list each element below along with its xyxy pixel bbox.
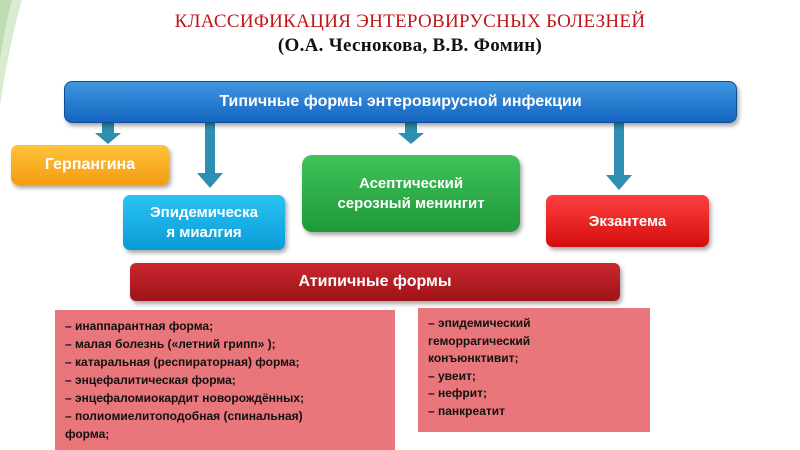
list-item: – нефрит; (428, 386, 488, 400)
list-item: – увеит; (428, 368, 476, 383)
meningitis-line-2: серозный менингит (337, 194, 485, 212)
typical-forms-box: Типичные формы энтеровирусной инфекции (64, 81, 737, 123)
meningitis-line-1: Асептический (358, 174, 464, 192)
epidemic-myalgia-box: Эпидемическа я миалгия (123, 195, 285, 250)
arrow-down-icon (197, 123, 223, 188)
list-item: – малая болезнь («летний грипп» ); (65, 337, 276, 351)
myalgia-line-1: Эпидемическа (150, 203, 258, 221)
list-item: – панкреатит (428, 403, 505, 418)
slide-title: КЛАССИФИКАЦИЯ ЭНТЕРОВИРУСНЫХ БОЛЕЗНЕЙ (О… (60, 10, 760, 58)
atypical-forms-box: Атипичные формы (130, 263, 620, 301)
arrow-down-icon (95, 123, 121, 144)
list-item: – энцефалитическая форма; (65, 373, 236, 387)
title-authors: (О.А. Чеснокова, В.В. Фомин) (277, 35, 543, 56)
list-item: – энцефаломиокардит новорождённых; (65, 391, 305, 405)
list-item: – катаральная (респираторная) форма; (65, 355, 300, 369)
exanthema-box: Экзантема (546, 195, 709, 247)
corner-decoration (0, 0, 22, 105)
aseptic-meningitis-box: Асептический серозный менингит (302, 155, 520, 232)
list-item: форма; (65, 427, 110, 441)
herpangina-box: Герпангина (11, 145, 169, 185)
myalgia-line-2: я миалгия (166, 223, 242, 241)
atypical-list-left: – инаппарантная форма; – малая болезнь (… (55, 310, 395, 450)
list-item: – эпидемический (428, 316, 531, 330)
list-item: – инаппарантная форма; (65, 319, 214, 333)
title-line-1: КЛАССИФИКАЦИЯ ЭНТЕРОВИРУСНЫХ БОЛЕЗНЕЙ (174, 11, 646, 32)
atypical-list-right: – эпидемический геморрагический конъюнкт… (418, 308, 650, 432)
arrow-down-icon (398, 123, 424, 144)
list-item: конъюнктивит; (428, 351, 519, 365)
list-item: – полиомиелитоподобная (спинальная) (65, 409, 303, 423)
arrow-down-icon (606, 123, 632, 190)
list-item: геморрагический (428, 333, 531, 348)
